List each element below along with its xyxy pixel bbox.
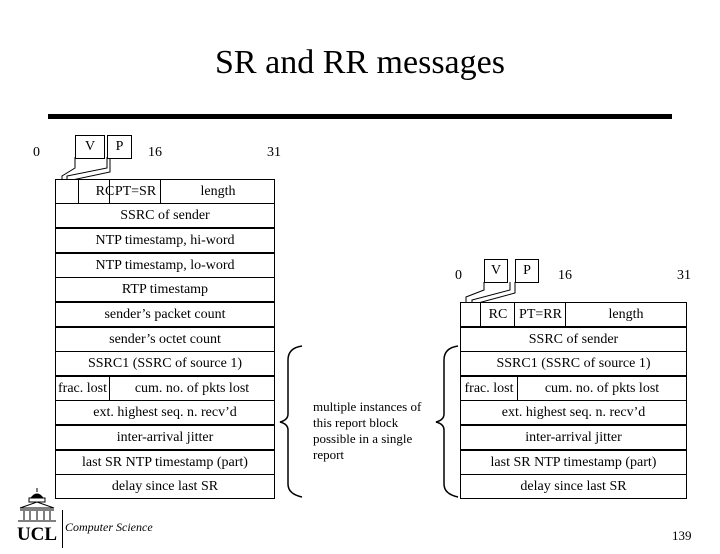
rr-bit-31: 31 <box>677 268 691 283</box>
rr-cum-lost-field: cum. no. of pkts lost <box>517 377 686 400</box>
sr-last-sr-row: last SR NTP timestamp (part) <box>55 450 275 475</box>
sr-dlsr-row: delay since last SR <box>55 474 275 499</box>
sr-ext-seq-row: ext. highest seq. n. recv’d <box>55 400 275 425</box>
rr-rc-field: RC <box>480 303 515 326</box>
rr-bit-16: 16 <box>558 268 572 283</box>
rr-dlsr-row: delay since last SR <box>460 474 687 499</box>
sr-pt-field: PT=SR <box>109 180 161 203</box>
slide-title: SR and RR messages <box>215 44 505 81</box>
sr-octet-count-row: sender’s octet count <box>55 327 275 352</box>
sr-ssrc-sender-row: SSRC of sender <box>55 203 275 228</box>
title-underline <box>48 114 672 119</box>
rr-padding-field: P <box>515 259 539 283</box>
rr-header-row: RC PT=RR length <box>460 302 687 327</box>
ucl-logo: UCL <box>14 486 60 545</box>
rr-version-field: V <box>484 259 508 283</box>
rr-ssrc-sender-row: SSRC of sender <box>460 327 687 352</box>
rr-length-field: length <box>565 303 686 326</box>
rr-ext-seq-row: ext. highest seq. n. recv’d <box>460 400 687 425</box>
footer-divider <box>62 510 63 548</box>
sr-version-field: V <box>75 135 105 159</box>
sr-loss-row: frac. lost cum. no. of pkts lost <box>55 376 275 401</box>
sr-ntp-hi-row: NTP timestamp, hi-word <box>55 228 275 253</box>
page-number: 139 <box>672 528 692 543</box>
ucl-portico-icon: UCL <box>17 488 57 545</box>
rr-pt-field: PT=RR <box>514 303 566 326</box>
sr-padding-field: P <box>107 135 132 159</box>
sr-bit-31: 31 <box>267 145 281 160</box>
sr-rtp-timestamp-row: RTP timestamp <box>55 277 275 302</box>
rr-ssrc1-row: SSRC1 (SSRC of source 1) <box>460 351 687 376</box>
sr-bit-16: 16 <box>148 145 162 160</box>
sr-bit-0: 0 <box>33 145 40 160</box>
rr-jitter-row: inter-arrival jitter <box>460 425 687 450</box>
rr-frac-lost-field: frac. lost <box>464 381 514 396</box>
svg-text:UCL: UCL <box>17 524 57 544</box>
sr-ntp-lo-row: NTP timestamp, lo-word <box>55 253 275 278</box>
sr-length-field: length <box>160 180 275 203</box>
department-label: Computer Science <box>65 520 153 534</box>
rr-loss-row: frac. lost cum. no. of pkts lost <box>460 376 687 401</box>
rr-last-sr-row: last SR NTP timestamp (part) <box>460 450 687 475</box>
sr-packet-count-row: sender’s packet count <box>55 302 275 327</box>
sr-jitter-row: inter-arrival jitter <box>55 425 275 450</box>
sr-frac-lost-field: frac. lost <box>58 381 107 396</box>
sr-header-row: RC PT=SR length <box>55 179 275 204</box>
sr-cum-lost-field: cum. no. of pkts lost <box>109 377 274 400</box>
rr-bit-0: 0 <box>455 268 462 283</box>
sr-ssrc1-row: SSRC1 (SSRC of source 1) <box>55 351 275 376</box>
report-block-annotation: multiple instances of this report block … <box>313 399 422 462</box>
